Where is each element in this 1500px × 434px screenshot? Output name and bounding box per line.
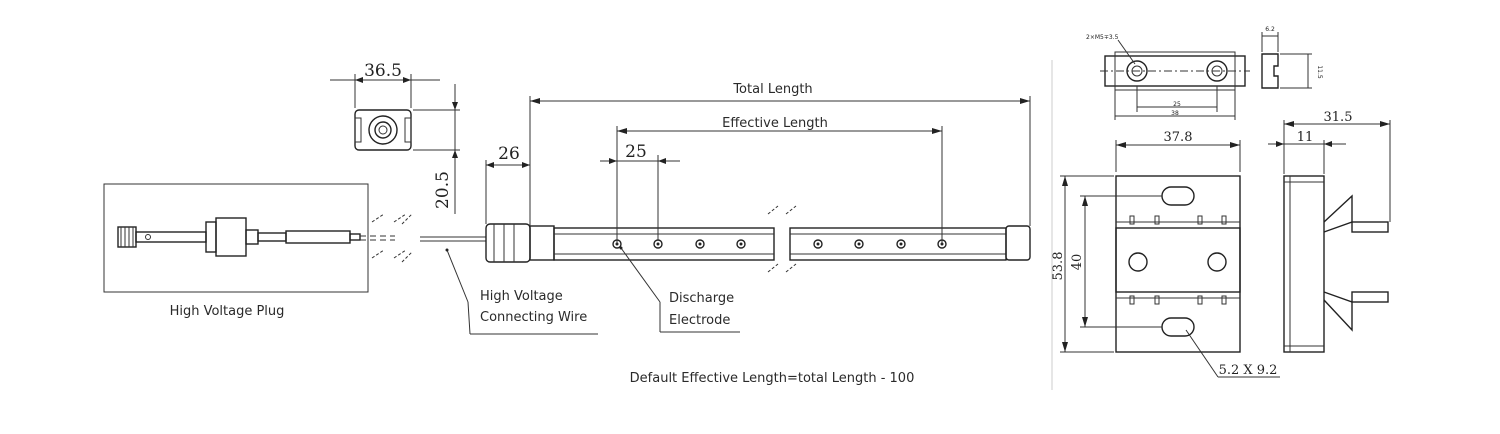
- bracket-width-dim: 37.8: [1164, 130, 1193, 145]
- plug-end-view: [330, 74, 460, 214]
- bracket-side-view-small: [1261, 32, 1312, 89]
- hv-connecting-wire: [420, 236, 598, 335]
- electrode-pitch-dimension: [600, 155, 680, 240]
- discharge-label-line1: Discharge: [669, 291, 734, 306]
- small-width-dim: 38: [1171, 110, 1179, 117]
- discharge-label-line2: Electrode: [669, 313, 730, 328]
- discharge-leader: [619, 246, 740, 333]
- high-voltage-plug-drawing: [103, 183, 413, 293]
- plug-height-dim: 20.5: [433, 171, 453, 209]
- gland-offset-dimension: [485, 160, 530, 224]
- hole-spec-dim: 2×M5∓3.5: [1086, 34, 1119, 41]
- hv-wire-label-line1: High Voltage: [480, 289, 563, 304]
- small-depth-dim: 6.2: [1265, 26, 1275, 33]
- effective-length-label: Effective Length: [722, 116, 828, 131]
- high-voltage-plug-label: High Voltage Plug: [170, 304, 285, 319]
- side-depth-dim: 31.5: [1324, 110, 1353, 125]
- total-length-label: Total Length: [732, 82, 812, 97]
- effective-length-dimension: [616, 126, 943, 244]
- small-pitch-dim: 25: [1173, 101, 1181, 108]
- bracket-side-view: [1268, 120, 1391, 353]
- electrode-row: [612, 239, 947, 249]
- bracket-top-view-small: [1100, 39, 1250, 120]
- gland-offset-dim: 26: [498, 144, 520, 164]
- bracket-pitch-dim: 40: [1070, 254, 1085, 271]
- default-length-note: Default Effective Length=total Length - …: [630, 371, 915, 386]
- bracket-front-view: [1060, 140, 1280, 378]
- side-flange-dim: 11: [1297, 130, 1314, 145]
- hv-wire-label-line2: Connecting Wire: [480, 310, 587, 325]
- total-length-dimension: [529, 96, 1031, 226]
- slot-size-dim: 5.2 X 9.2: [1219, 363, 1278, 378]
- ionizing-bar: [485, 205, 1031, 273]
- bracket-height-dim: 53.8: [1051, 252, 1066, 281]
- electrode-pitch-dim: 25: [625, 142, 647, 162]
- plug-width-dim: 36.5: [364, 61, 402, 81]
- small-height-dim: 11.5: [1316, 65, 1323, 79]
